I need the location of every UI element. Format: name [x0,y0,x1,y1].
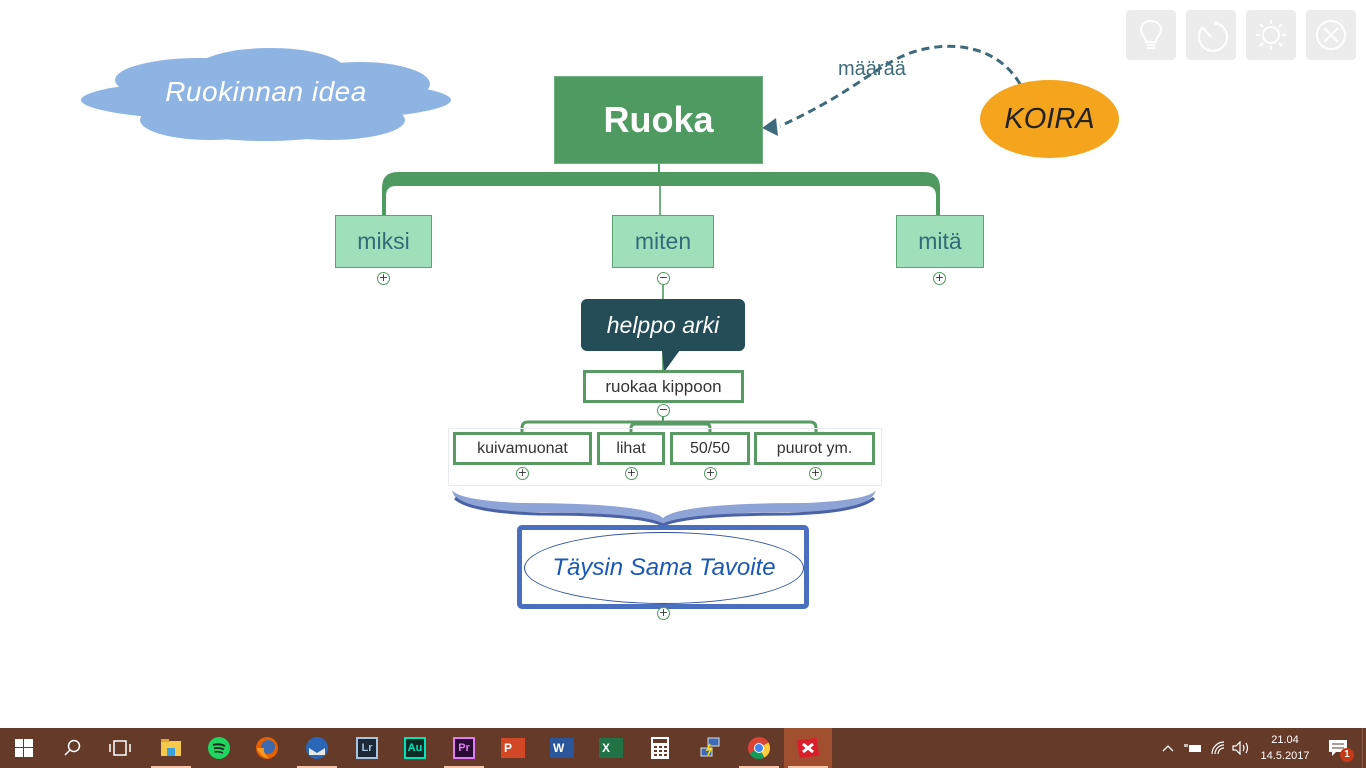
calculator-icon [651,737,669,759]
summary-brace[interactable] [452,490,876,525]
close-circle-icon [1316,20,1346,50]
show-hidden-icons-button[interactable] [1158,728,1178,768]
floating-topic-koira[interactable]: KOIRA [980,80,1119,158]
taskbar-spotify[interactable] [195,728,243,768]
audition-icon: Au [404,737,426,759]
subtopic-branch-connector [520,420,818,433]
main-topic-miten[interactable]: miten [612,215,714,268]
relationship-line[interactable] [779,44,1022,128]
collapse-icon-miten[interactable]: − [657,271,670,285]
collapse-icon-ruokaa-kippoon[interactable]: − [657,403,670,417]
expand-icon-mita[interactable]: + [933,271,946,285]
taskbar-network[interactable] [686,728,734,768]
subtopic-kuivamuonat[interactable]: kuivamuonat [453,432,592,465]
speaker-icon [1232,741,1249,755]
lightbulb-icon [1139,19,1163,49]
network-status-button[interactable] [1207,728,1229,768]
taskbar-powerpoint[interactable]: P [489,728,537,768]
taskbar-audition[interactable]: Au [391,728,439,768]
callout-helppo-arki[interactable]: helppo arki [581,299,745,351]
firefox-icon [256,737,278,759]
subtopic-puurot[interactable]: puurot ym. [754,432,875,465]
taskbar-firefox[interactable] [243,728,291,768]
clock-time: 21.04 [1271,734,1299,746]
windows-icon [15,739,33,757]
folder-icon [161,739,181,756]
timer-icon [1197,21,1228,52]
taskbar-lightroom[interactable]: Lr [343,728,391,768]
task-view-button[interactable] [96,728,144,768]
taskbar-calculator[interactable] [636,728,684,768]
expand-icon-50-50[interactable]: + [704,466,717,480]
main-topic-mita[interactable]: mitä [896,215,984,268]
main-branch-connector [382,172,940,215]
expand-icon-lihat[interactable]: + [625,466,638,480]
cloud-shape[interactable] [81,48,451,141]
main-topic-miksi[interactable]: miksi [335,215,432,268]
expand-icon-kuivamuonat[interactable]: + [516,466,529,480]
powerpoint-icon: P [501,738,525,758]
volume-button[interactable] [1230,728,1252,768]
floating-topic-ruokinnan-idea[interactable]: Ruokinnan idea [165,76,367,107]
spotify-icon [208,737,230,759]
windows-taskbar: Lr Au Pr P W X [0,728,1366,768]
timer-button[interactable] [1186,10,1236,60]
summary-topic[interactable]: Täysin Sama Tavoite [524,532,804,604]
callout-pointer [662,350,680,372]
taskbar-word[interactable]: W [538,728,586,768]
expand-icon-puurot[interactable]: + [809,466,822,480]
expand-icon-miksi[interactable]: + [377,271,390,285]
network-computers-icon [700,737,720,757]
boundary-frame[interactable] [448,428,882,486]
excel-icon: X [599,738,623,758]
lightroom-icon: Lr [356,737,378,759]
show-desktop-button[interactable] [1362,728,1363,768]
clock-date: 14.5.2017 [1260,750,1310,762]
subtopic-ruokaa-kippoon[interactable]: ruokaa kippoon [583,370,744,403]
connection-lines [81,44,1022,527]
relationship-arrowhead [762,118,778,136]
chevron-up-icon [1162,745,1174,752]
word-icon: W [550,738,574,758]
taskbar-file-explorer[interactable] [147,728,195,768]
notification-badge: 1 [1340,748,1354,762]
xmind-icon [796,737,820,759]
taskbar-excel[interactable]: X [587,728,635,768]
subtopic-lihat[interactable]: lihat [597,432,665,465]
brightness-button[interactable] [1246,10,1296,60]
premiere-icon: Pr [453,737,475,759]
close-button[interactable] [1306,10,1356,60]
mindmap-canvas[interactable]: Ruokinnan idea Ruoka määrää KOIRA miksi … [0,0,1366,728]
task-view-icon [109,740,131,756]
battery-button[interactable] [1182,728,1204,768]
relationship-label[interactable]: määrää [838,58,906,80]
battery-icon [1184,744,1201,752]
action-center-button[interactable]: 1 [1318,728,1358,768]
taskbar-thunderbird[interactable] [293,728,341,768]
expand-icon-summary[interactable]: + [657,606,670,620]
central-topic[interactable]: Ruoka [554,76,763,164]
wifi-icon [1211,741,1225,755]
thunderbird-icon [306,737,328,759]
chrome-icon [748,737,770,759]
taskbar-chrome[interactable] [735,728,783,768]
subtopic-50-50[interactable]: 50/50 [670,432,750,465]
sun-icon [1256,20,1286,50]
search-button[interactable] [48,728,96,768]
start-button[interactable] [0,728,48,768]
taskbar-premiere[interactable]: Pr [440,728,488,768]
clock[interactable]: 21.04 14.5.2017 [1255,732,1315,764]
lightbulb-button[interactable] [1126,10,1176,60]
search-icon [64,739,81,756]
taskbar-xmind[interactable] [784,728,832,768]
